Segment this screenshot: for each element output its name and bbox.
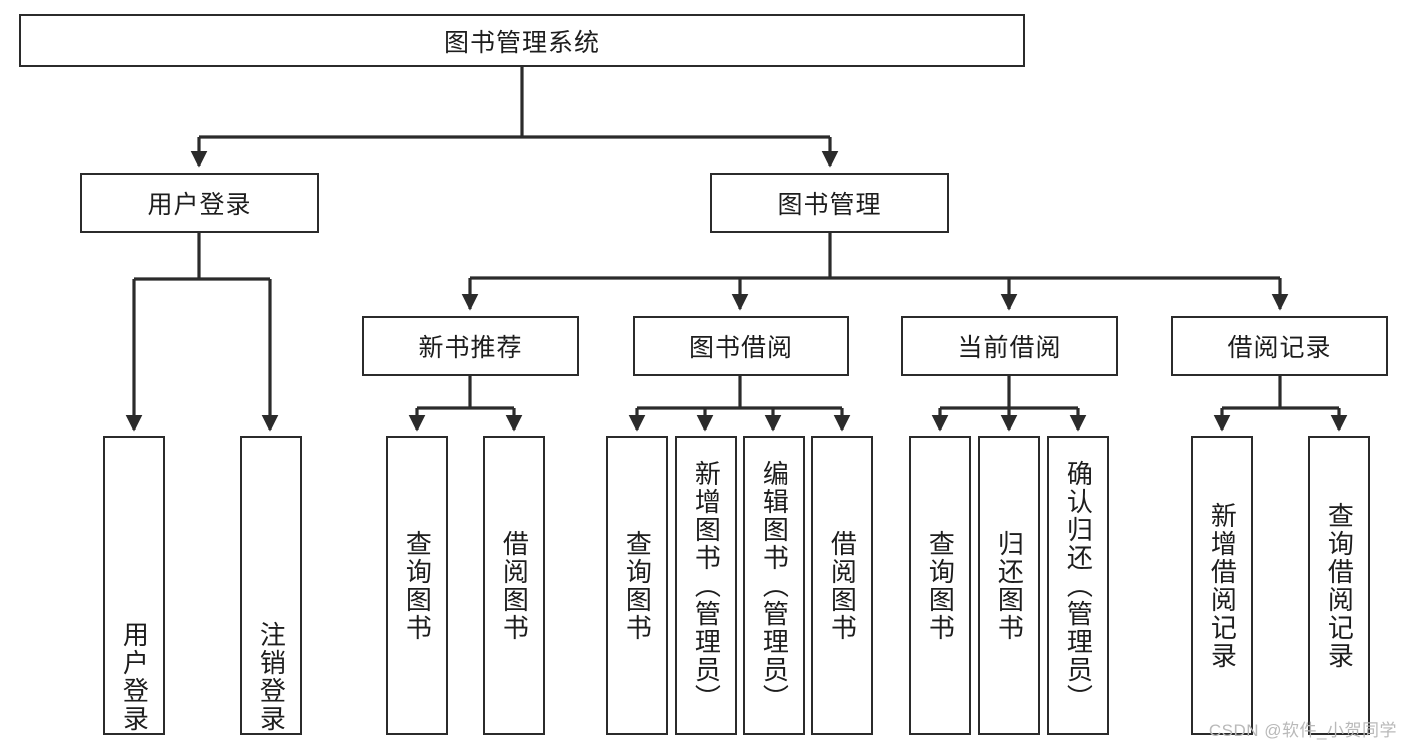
- leaf-query-book-recommend[interactable]: 查询图书: [386, 436, 448, 735]
- node-current-borrow-label: 当前借阅: [957, 334, 1062, 362]
- csdn-watermark: CSDN @软件_小贺同学: [1208, 721, 1397, 740]
- node-book-borrow[interactable]: 图书借阅: [633, 316, 849, 376]
- leaf-logout[interactable]: 注销登录: [240, 436, 302, 735]
- node-user-login-label: 用户登录: [147, 191, 252, 219]
- leaf-borrow-book[interactable]: 借阅图书: [811, 436, 873, 735]
- node-book-management-label: 图书管理: [777, 191, 882, 219]
- leaf-user-login[interactable]: 用户登录: [103, 436, 165, 735]
- leaf-borrow-book-label: 借阅图书: [827, 529, 858, 642]
- node-book-management[interactable]: 图书管理: [710, 173, 949, 233]
- leaf-add-borrow-record[interactable]: 新增借阅记录: [1191, 436, 1253, 735]
- node-new-book-recommend[interactable]: 新书推荐: [362, 316, 579, 376]
- leaf-add-book-admin-label: 新增图书（管理员）: [691, 459, 722, 712]
- node-new-book-recommend-label: 新书推荐: [418, 334, 523, 362]
- leaf-query-book-current-label: 查询图书: [925, 529, 956, 642]
- node-root-label: 图书管理系统: [443, 28, 600, 57]
- leaf-edit-book-admin[interactable]: 编辑图书（管理员）: [743, 436, 805, 735]
- leaf-query-book-current[interactable]: 查询图书: [909, 436, 971, 735]
- node-borrow-record[interactable]: 借阅记录: [1171, 316, 1388, 376]
- node-root[interactable]: 图书管理系统: [19, 14, 1025, 67]
- leaf-confirm-return-admin-label: 确认归还（管理员）: [1063, 459, 1094, 712]
- leaf-borrow-book-recommend-label: 借阅图书: [499, 529, 530, 642]
- leaf-add-borrow-record-label: 新增借阅记录: [1207, 501, 1238, 670]
- leaf-return-book[interactable]: 归还图书: [978, 436, 1040, 735]
- leaf-return-book-label: 归还图书: [994, 529, 1025, 642]
- leaf-query-borrow-record[interactable]: 查询借阅记录: [1308, 436, 1370, 735]
- leaf-add-book-admin[interactable]: 新增图书（管理员）: [675, 436, 737, 735]
- leaf-confirm-return-admin[interactable]: 确认归还（管理员）: [1047, 436, 1109, 735]
- leaf-logout-label: 注销登录: [256, 621, 287, 733]
- leaf-query-book-borrow[interactable]: 查询图书: [606, 436, 668, 735]
- node-borrow-record-label: 借阅记录: [1227, 334, 1332, 362]
- node-current-borrow[interactable]: 当前借阅: [901, 316, 1118, 376]
- node-book-borrow-label: 图书借阅: [688, 334, 793, 362]
- node-user-login[interactable]: 用户登录: [80, 173, 319, 233]
- leaf-query-book-recommend-label: 查询图书: [402, 529, 433, 642]
- leaf-edit-book-admin-label: 编辑图书（管理员）: [759, 459, 790, 712]
- leaf-query-book-borrow-label: 查询图书: [622, 529, 653, 642]
- leaf-borrow-book-recommend[interactable]: 借阅图书: [483, 436, 545, 735]
- leaf-query-borrow-record-label: 查询借阅记录: [1324, 501, 1355, 670]
- leaf-user-login-label: 用户登录: [119, 621, 150, 733]
